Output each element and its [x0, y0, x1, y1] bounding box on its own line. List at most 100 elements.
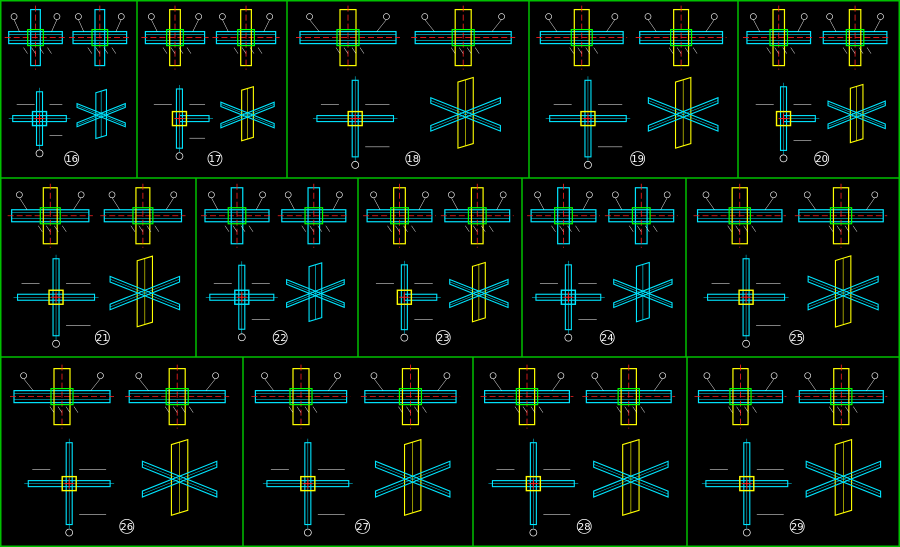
leader-line: [287, 197, 295, 210]
detail-number: 22: [274, 333, 287, 344]
leader-line: [492, 378, 502, 391]
weld-symbol: [411, 225, 416, 232]
weld-symbol: [154, 225, 160, 232]
iso-beam: [449, 278, 509, 309]
weld-symbol: [481, 225, 486, 232]
weld-symbol: [828, 225, 834, 232]
iso-beam-web: [430, 100, 501, 129]
connection-plate: [617, 388, 640, 406]
iso-column: [622, 438, 640, 516]
connection-plate: [304, 207, 324, 225]
iso-column: [170, 438, 189, 516]
iso-beam: [613, 278, 673, 309]
weld-symbol: [668, 47, 674, 54]
iso-beam: [220, 101, 275, 129]
weld-symbol: [62, 225, 67, 232]
weld-symbol: [164, 406, 170, 413]
weld-symbol: [54, 225, 59, 232]
grid-bubble: [564, 333, 573, 342]
weld-symbol: [616, 406, 621, 413]
weld-symbol: [111, 47, 117, 54]
connection-plate: [467, 207, 487, 225]
weld-symbol: [850, 47, 856, 54]
callout-bubble: [877, 13, 884, 20]
leader-line: [151, 19, 158, 32]
callout-bubble: [284, 191, 292, 199]
connection-plate: [166, 28, 184, 47]
weld-symbol: [31, 47, 36, 54]
iso-beam-web: [375, 464, 451, 495]
leader-line: [548, 19, 558, 32]
callout-bubble: [710, 13, 718, 20]
leader-line: [192, 19, 199, 32]
detail-panel-25: 25: [693, 183, 888, 348]
detail-panel-29: 29: [694, 364, 888, 537]
connection-plate: [830, 388, 853, 406]
iso-beam: [374, 460, 451, 498]
iso-beam-web: [648, 100, 719, 129]
detail-number: 29: [791, 522, 804, 533]
callout-bubble: [10, 13, 18, 20]
connection-plate: [729, 388, 752, 406]
weld-symbol: [309, 225, 315, 232]
leader-line: [866, 197, 875, 210]
connection-plate: [631, 207, 651, 225]
plan-column: [171, 110, 188, 127]
weld-symbol: [637, 225, 642, 232]
connection-plate: [570, 28, 593, 47]
weld-symbol: [301, 225, 307, 232]
iso-beam: [286, 278, 345, 309]
iso-beam: [593, 460, 669, 498]
detail-number-bubble: [64, 151, 80, 167]
plan-column: [739, 475, 755, 492]
callout-bubble: [826, 13, 833, 20]
weld-symbol: [653, 225, 658, 232]
detail-number-bubble: [207, 151, 223, 167]
detail-panel-28: 28: [480, 364, 676, 537]
connection-plate: [728, 207, 751, 225]
plan-column: [396, 289, 413, 305]
weld-symbol: [288, 406, 294, 413]
iso-beam-web: [449, 281, 509, 306]
leader-line: [376, 19, 387, 32]
weld-symbol: [359, 47, 365, 54]
weld-symbol: [645, 225, 650, 232]
weld-symbol: [351, 47, 357, 54]
leader-line: [765, 378, 775, 391]
leader-line: [373, 197, 381, 210]
weld-symbol: [162, 47, 168, 54]
callout-bubble: [557, 372, 565, 379]
iso-beam-web: [109, 278, 180, 308]
iso-beam: [76, 102, 126, 128]
callout-bubble: [108, 191, 116, 199]
callout-bubble: [383, 13, 390, 20]
leader-line: [373, 378, 384, 391]
weld-symbol: [46, 225, 51, 232]
weld-symbol: [844, 225, 850, 232]
callout-bubble: [75, 13, 82, 20]
detail-panel-18: 18: [296, 5, 516, 169]
weld-symbol: [629, 225, 634, 232]
detail-panel-21: 21: [7, 183, 186, 348]
weld-symbol: [406, 406, 411, 413]
detail-number-bubble: [789, 519, 805, 534]
leader-line: [211, 197, 219, 210]
detail-number: 21: [96, 333, 109, 344]
weld-symbol: [180, 406, 186, 413]
detail-number-bubble: [789, 330, 805, 345]
weld-symbol: [240, 225, 246, 232]
callout-bubble: [422, 191, 429, 199]
weld-symbol: [842, 47, 848, 54]
weld-symbol: [751, 225, 756, 232]
weld-symbol: [774, 47, 779, 54]
callout-bubble: [703, 372, 711, 379]
grid-bubble: [35, 149, 44, 158]
callout-bubble: [306, 13, 313, 20]
weld-symbol: [692, 47, 698, 54]
weld-symbol: [735, 225, 740, 232]
callout-bubble: [770, 372, 778, 379]
callout-bubble: [498, 13, 505, 20]
callout-bubble: [443, 372, 451, 379]
